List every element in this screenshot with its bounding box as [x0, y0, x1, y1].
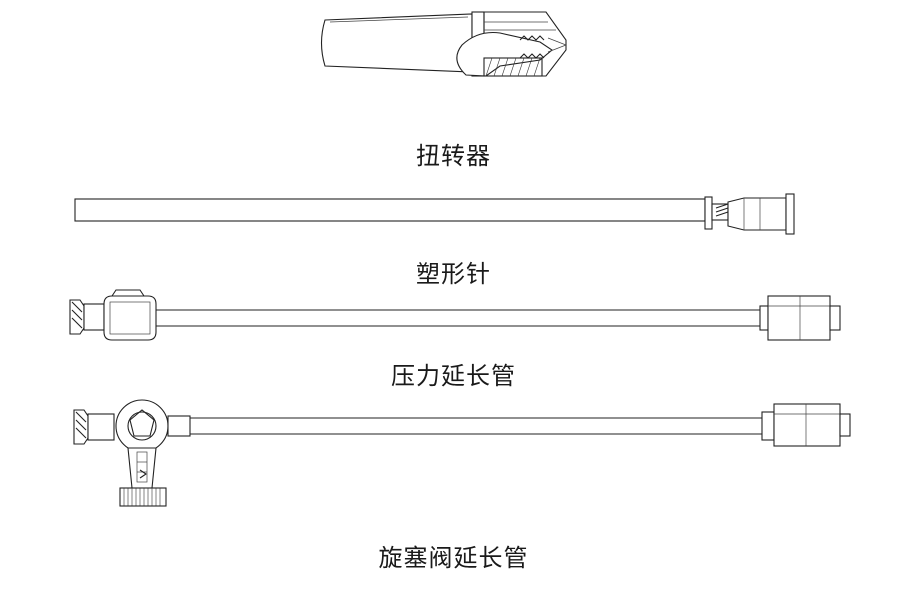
- torque-device-drawing: [320, 11, 567, 77]
- shaping-needle-caption: 塑形针: [416, 260, 491, 288]
- torque-device-caption: 扭转器: [416, 142, 491, 170]
- pressure-extension-tube-drawing: [69, 289, 841, 341]
- shaping-needle-drawing: [74, 193, 795, 235]
- pressure-extension-tube-caption: 压力延长管: [391, 362, 516, 390]
- stopcock-extension-tube-drawing: [73, 399, 851, 507]
- stopcock-extension-tube-caption: 旋塞阀延长管: [378, 544, 529, 572]
